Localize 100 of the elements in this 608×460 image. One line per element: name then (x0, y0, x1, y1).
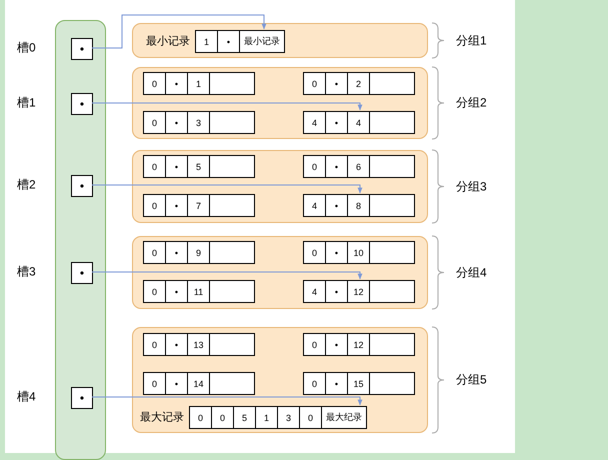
group-label: 分组4 (456, 264, 487, 281)
group-box (132, 67, 428, 139)
record-cell: • (325, 280, 348, 303)
record-cell: • (165, 72, 188, 95)
record-cell: 11 (187, 280, 210, 303)
group-label: 分组5 (456, 372, 487, 388)
record-cell: 5 (187, 155, 210, 178)
record-cell: 2 (347, 72, 370, 95)
record-cell: 4 (303, 194, 326, 217)
slot-column (55, 20, 106, 460)
record-cell: 14 (187, 372, 210, 395)
record-cell: • (217, 30, 240, 53)
group-label: 分组1 (456, 32, 487, 49)
record-cell: 4 (303, 280, 326, 303)
record-cell: 4 (303, 111, 326, 134)
record-row (304, 72, 416, 95)
record-cell: 1 (195, 30, 218, 53)
record-cell: 0 (299, 406, 322, 429)
record-cell: 0 (143, 72, 166, 95)
record-row (144, 372, 256, 395)
record-label: 最大记录 (140, 410, 184, 424)
record-row (304, 111, 416, 134)
group-box (132, 236, 428, 309)
record-cell: 7 (187, 194, 210, 217)
record-cell: • (325, 72, 348, 95)
record-cell: 12 (347, 280, 370, 303)
record-cell: 0 (143, 111, 166, 134)
record-row (144, 194, 256, 217)
record-cell: 0 (143, 241, 166, 264)
record-cell: 0 (143, 333, 166, 356)
record-cell: 0 (143, 372, 166, 395)
record-cell: 8 (347, 194, 370, 217)
arrow (92, 272, 362, 280)
pointer-box: • (71, 175, 93, 197)
group-box (132, 150, 428, 223)
arrow (92, 184, 362, 194)
record-cell: 0 (303, 333, 326, 356)
record-row (304, 241, 416, 264)
record-cell: • (325, 194, 348, 217)
record-row (144, 111, 256, 134)
group-label: 分组3 (456, 178, 487, 195)
slot-label: 槽4 (17, 388, 36, 406)
record-cell: 最大纪录 (321, 406, 367, 429)
record-row (304, 280, 416, 303)
arrow (92, 14, 266, 48)
record-row (304, 372, 416, 395)
record-cell: 3 (187, 111, 210, 134)
record-cell: 0 (211, 406, 234, 429)
pointer-box: • (71, 387, 93, 409)
record-cell: • (165, 155, 188, 178)
record-cell: 0 (143, 155, 166, 178)
record-row (196, 30, 286, 53)
group-box (132, 327, 428, 433)
record-cell: • (165, 194, 188, 217)
record-cell: 1 (187, 72, 210, 95)
record-cell: 10 (347, 241, 370, 264)
record-row (144, 155, 256, 178)
record-cell: • (165, 241, 188, 264)
slot-label: 槽3 (17, 264, 36, 280)
record-row (144, 333, 256, 356)
record-cell: 最小记录 (239, 30, 285, 53)
record-cell: 1 (255, 406, 278, 429)
record-row (304, 194, 416, 217)
group-box (132, 23, 428, 58)
slot-label: 槽0 (17, 40, 36, 56)
record-cell: 0 (303, 372, 326, 395)
record-cell: 5 (233, 406, 256, 429)
record-cell: • (165, 111, 188, 134)
record-row (304, 333, 416, 356)
pointer-box: • (71, 262, 93, 284)
arrow (92, 396, 362, 406)
record-cell: 3 (277, 406, 300, 429)
record-cell: • (325, 372, 348, 395)
record-row (144, 72, 256, 95)
arrow (92, 102, 362, 111)
record-cell: 0 (303, 155, 326, 178)
record-cell: 12 (347, 333, 370, 356)
record-cell: 0 (303, 241, 326, 264)
record-cell: 6 (347, 155, 370, 178)
record-cell: 0 (303, 72, 326, 95)
record-row (144, 241, 256, 264)
record-cell: 13 (187, 333, 210, 356)
group-label: 分组2 (456, 94, 487, 112)
record-label: 最小记录 (146, 34, 190, 48)
record-row (190, 406, 368, 429)
record-cell: • (165, 372, 188, 395)
record-cell: 4 (347, 111, 370, 134)
record-cell: 0 (143, 280, 166, 303)
record-row (144, 280, 256, 303)
record-cell: 0 (189, 406, 212, 429)
record-cell: • (325, 241, 348, 264)
record-cell: • (325, 155, 348, 178)
record-cell: 9 (187, 241, 210, 264)
record-cell: • (325, 333, 348, 356)
slot-label: 槽2 (17, 176, 36, 194)
record-cell: • (165, 280, 188, 303)
record-cell: 15 (347, 372, 370, 395)
slot-label: 槽1 (17, 94, 36, 112)
pointer-box: • (71, 93, 93, 115)
pointer-box: • (71, 38, 93, 60)
